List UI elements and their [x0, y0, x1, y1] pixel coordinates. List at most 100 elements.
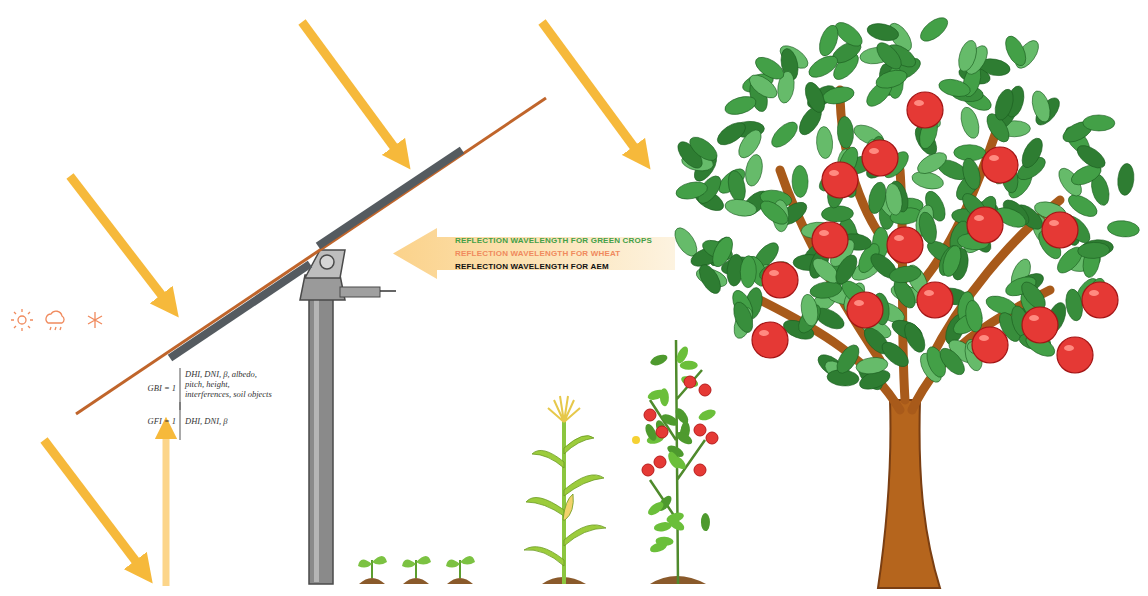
tree-leaf	[992, 87, 1017, 122]
rain-icon	[50, 327, 61, 330]
tomato-leaf	[655, 536, 673, 546]
tree-leaf	[936, 344, 969, 379]
seedling-leaf	[402, 556, 431, 568]
sun-ray	[44, 440, 144, 572]
reflection-arrow: REFLECTION WAVELENGTH FOR GREEN CROPSREF…	[393, 228, 675, 279]
tomato-fruit	[694, 464, 706, 476]
parameter-list: DHI, DNI, β	[185, 416, 265, 426]
tree-leaf	[940, 243, 965, 278]
seedling-stem	[415, 560, 417, 578]
apple	[907, 92, 943, 128]
separator-line	[180, 368, 181, 410]
apple	[887, 227, 923, 263]
tomato-leaf	[649, 352, 669, 367]
tree-leaf	[724, 197, 758, 218]
tree-leaf	[884, 182, 904, 216]
pole-highlight	[314, 292, 319, 582]
apple-tree	[671, 13, 1141, 588]
tomato-leaf	[674, 430, 694, 447]
tree-leaf	[878, 338, 913, 371]
separators	[180, 368, 181, 440]
tomato-fruit	[654, 456, 666, 468]
tomato-fruit	[694, 424, 706, 436]
corn-plant	[524, 396, 606, 584]
apple-highlight	[974, 215, 984, 221]
tree-leaf	[960, 156, 983, 191]
tree-trunk	[878, 400, 940, 588]
index-label: GBI = 1	[128, 383, 176, 393]
tree-leaf	[730, 299, 757, 335]
sun-ray	[302, 22, 402, 158]
actuator-rod	[380, 290, 396, 292]
apple-highlight	[914, 100, 924, 106]
apple-highlight	[1049, 220, 1059, 226]
tree-leaf	[726, 169, 749, 204]
tree-leaf	[874, 67, 909, 91]
tree-leaf	[1029, 89, 1053, 124]
apple-highlight	[1064, 345, 1074, 351]
apple-highlight	[869, 148, 879, 154]
tree-leaf	[836, 116, 854, 149]
tomato-fruit	[684, 376, 696, 388]
tree-leaf	[917, 13, 952, 45]
apple-highlight	[769, 270, 779, 276]
seedling-leaf	[358, 556, 387, 568]
tomato-leaf	[659, 388, 669, 406]
tree-leaf	[855, 356, 889, 376]
corn-tassel	[548, 396, 580, 422]
tree-leaf	[958, 105, 982, 140]
tomato-leaf	[674, 345, 690, 365]
tree-leaf	[805, 52, 841, 82]
tree-leaf	[1001, 33, 1029, 69]
apple-highlight	[894, 235, 904, 241]
sun-icon	[18, 316, 26, 324]
tomato-fruit	[642, 464, 654, 476]
tomato-fruit	[656, 426, 668, 438]
tomato-leaf	[680, 361, 698, 370]
tree-leaf	[1107, 219, 1140, 238]
tree-leaf	[1018, 135, 1047, 171]
sun-icon-rays	[11, 309, 33, 331]
soil-mound	[403, 578, 429, 584]
reflection-label: REFLECTION WAVELENGTH FOR GREEN CROPS	[455, 234, 653, 247]
reflection-label: REFLECTION WAVELENGTH FOR WHEAT	[455, 247, 653, 260]
apple	[972, 327, 1008, 363]
index-label: GFI = 1	[126, 416, 176, 426]
tree-leaf	[816, 126, 834, 159]
tomato-fruit	[644, 409, 656, 421]
apple-highlight	[979, 335, 989, 341]
tree-leaf	[821, 84, 856, 106]
cloud-icon	[46, 311, 64, 323]
tree-leaf	[686, 133, 721, 165]
panel-module	[170, 264, 310, 358]
soil-mound	[359, 578, 385, 584]
tree-leaf	[955, 38, 979, 73]
snow-icon	[88, 312, 102, 328]
tree-leaf	[799, 293, 820, 327]
tree-leaf	[964, 299, 985, 333]
tree-leaf	[674, 179, 709, 201]
tree-leaf	[821, 205, 854, 222]
tree-leaf	[872, 39, 905, 74]
apple-highlight	[1089, 290, 1099, 296]
parameter-list: DHI, DNI, β, albedo, pitch, height, inte…	[185, 369, 277, 399]
panel-module	[318, 150, 462, 246]
apple	[1022, 307, 1058, 343]
tree-leaf	[866, 21, 901, 43]
apple	[822, 162, 858, 198]
tree-leaf	[1083, 115, 1115, 131]
seedling-stem	[371, 560, 373, 578]
apple	[1057, 337, 1093, 373]
tomato-leaf	[666, 450, 682, 470]
tracker-pole	[309, 290, 333, 584]
tree-leaf	[914, 148, 950, 178]
apple	[752, 322, 788, 358]
tree-leaf	[801, 80, 828, 116]
tomato-leaf	[646, 500, 666, 518]
tree-leaf	[888, 264, 922, 285]
apple-highlight	[819, 230, 829, 236]
apple	[917, 282, 953, 318]
tracker	[76, 98, 546, 584]
apple	[812, 222, 848, 258]
